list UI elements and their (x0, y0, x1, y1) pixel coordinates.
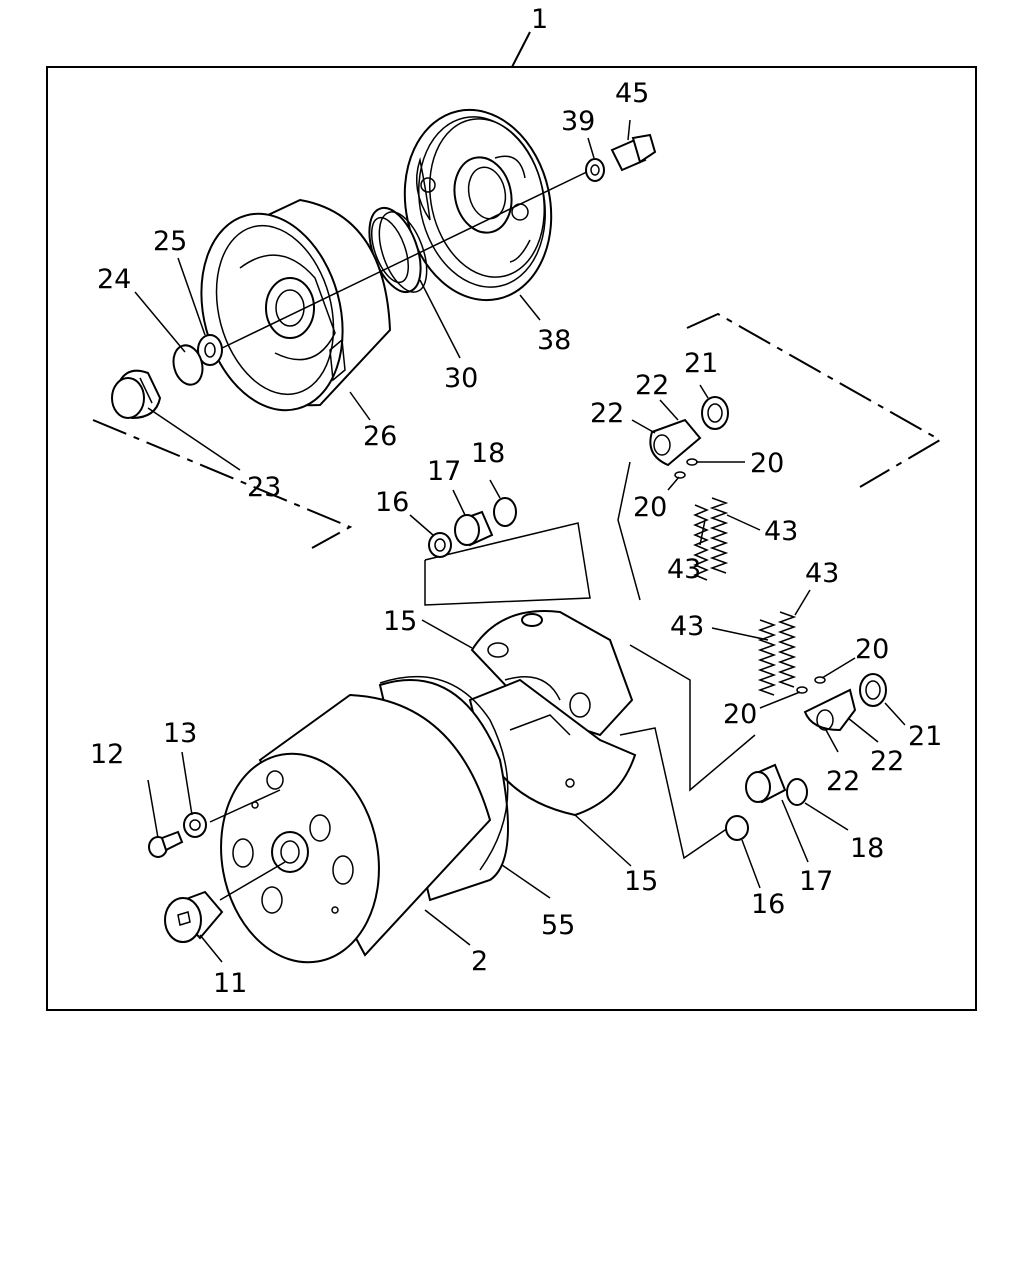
callout-22-b: 22 (590, 398, 624, 429)
pump-body-part (220, 679, 509, 964)
assembly-frame (46, 66, 977, 1011)
callout-15-b: 15 (624, 866, 658, 897)
callout-39: 39 (561, 106, 595, 137)
callout-15-a: 15 (383, 606, 417, 637)
vane-22-upper-part (649, 418, 702, 467)
callout-26: 26 (363, 421, 397, 452)
gasket-55-part (379, 675, 509, 871)
callout-20-d: 20 (723, 699, 757, 730)
callout-16-b: 16 (751, 889, 785, 920)
callout-21-b: 21 (908, 721, 942, 752)
callout-13: 13 (163, 718, 197, 749)
callout-55: 55 (541, 910, 575, 941)
front-plate-part (403, 108, 553, 302)
callout-22-c: 22 (870, 746, 904, 777)
callout-22-d: 22 (826, 766, 860, 797)
callout-30: 30 (444, 363, 478, 394)
washer-13-part (183, 812, 207, 838)
screw-12-part (148, 830, 184, 858)
callout-43-d: 43 (670, 611, 704, 642)
washer-39-part (585, 158, 605, 182)
callout-22-a: 22 (635, 370, 669, 401)
callout-23: 23 (247, 472, 281, 503)
callout-18-a: 18 (471, 438, 505, 469)
bushing-16-lower-part (725, 815, 749, 841)
callout-43-a: 43 (764, 516, 798, 547)
callout-38: 38 (537, 325, 571, 356)
callout-21-a: 21 (684, 348, 718, 379)
plug-23-part (111, 369, 162, 420)
cam-ring-part (200, 198, 392, 412)
callout-43-b: 43 (667, 554, 701, 585)
callout-11: 11 (213, 968, 247, 999)
callout-1: 1 (531, 4, 548, 35)
callout-17-b: 17 (799, 866, 833, 897)
o-ring-24-part (172, 344, 204, 386)
callout-20-a: 20 (750, 448, 784, 479)
bushing-16-part (428, 532, 452, 558)
callout-24: 24 (97, 264, 131, 295)
callout-20-b: 20 (633, 492, 667, 523)
callout-45: 45 (615, 78, 649, 109)
callout-43-c: 43 (805, 558, 839, 589)
spring-43-lower-part (757, 611, 797, 696)
callout-20-c: 20 (855, 634, 889, 665)
ring-21-lower-part (859, 673, 887, 707)
callout-16-a: 16 (375, 487, 409, 518)
vane-22-lower-part (803, 688, 857, 732)
bolt-45-part (610, 133, 657, 172)
ring-18-part (493, 497, 517, 527)
callout-2: 2 (471, 946, 488, 977)
rotor-upper-half-part (470, 610, 634, 737)
plug-11-part (164, 890, 224, 943)
callout-25: 25 (153, 226, 187, 257)
washer-25-part (197, 334, 223, 366)
callout-18-b: 18 (850, 833, 884, 864)
callout-17-a: 17 (427, 456, 461, 487)
ring-21-upper-part (701, 396, 729, 430)
ring-18-lower-part (786, 778, 808, 806)
callout-12: 12 (90, 739, 124, 770)
